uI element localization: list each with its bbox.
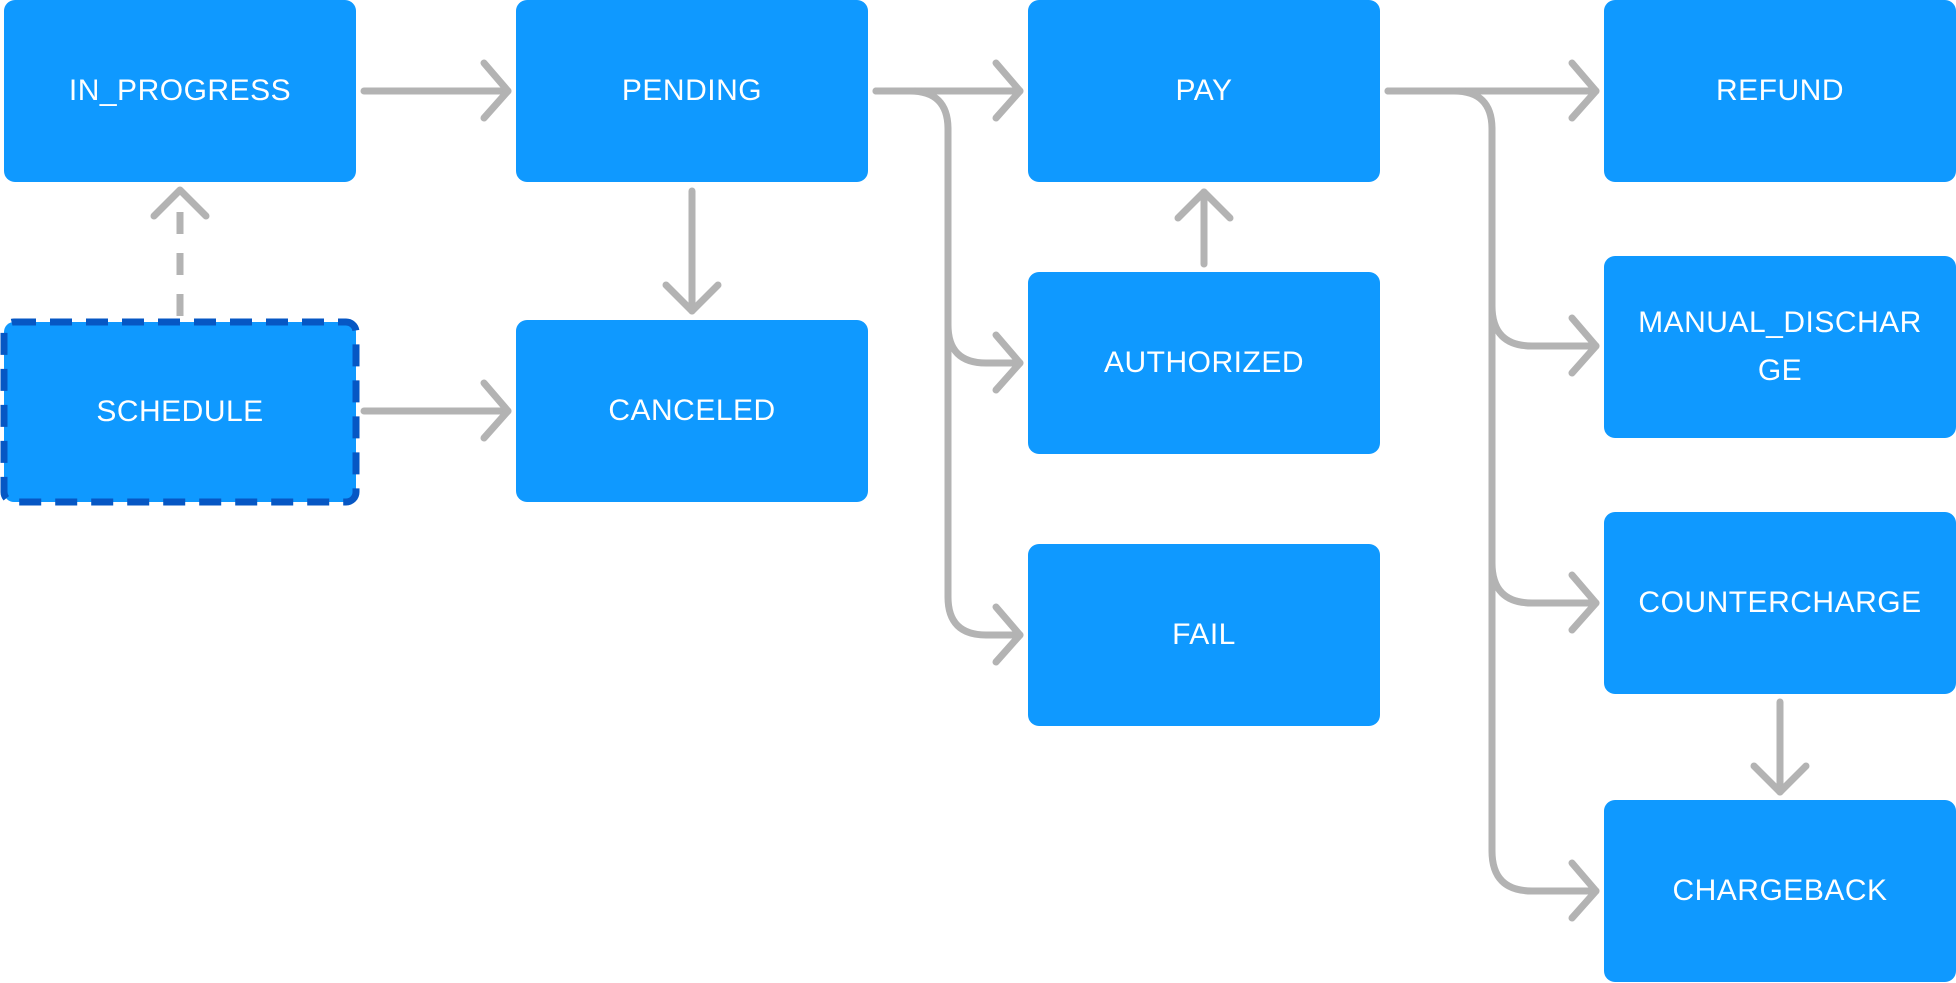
edge-schedule-to-canceled: [360, 379, 512, 442]
edge-pay-to-manual-discharge: [1384, 87, 1600, 377]
node-label: REFUND: [1716, 74, 1844, 107]
node-label: SCHEDULE: [96, 395, 264, 428]
node-schedule[interactable]: SCHEDULE: [0, 318, 360, 506]
node-label: PAY: [1175, 74, 1233, 107]
node-label: PENDING: [621, 74, 763, 107]
node-fail[interactable]: FAIL: [1028, 544, 1380, 726]
node-label: AUTHORIZED: [1104, 346, 1304, 379]
edge-schedule-to-in-progress: [150, 186, 210, 316]
node-in-progress[interactable]: IN_PROGRESS: [4, 0, 356, 182]
edge-pay-to-chargeback: [1488, 556, 1600, 922]
node-label: FAIL: [1172, 618, 1236, 651]
node-pay[interactable]: PAY: [1028, 0, 1380, 182]
node-label: CANCELED: [608, 394, 776, 427]
edge-authorized-to-pay: [1174, 188, 1234, 268]
node-label: MANUAL_DISCHARGE: [1638, 306, 1922, 387]
node-refund[interactable]: REFUND: [1604, 0, 1956, 182]
node-canceled[interactable]: CANCELED: [516, 320, 868, 502]
node-manual-discharge[interactable]: MANUAL_DISCHARGE: [1604, 256, 1956, 438]
edge-pending-to-canceled: [662, 187, 722, 315]
node-chargeback[interactable]: CHARGEBACK: [1604, 800, 1956, 982]
node-authorized[interactable]: AUTHORIZED: [1028, 272, 1380, 454]
node-label: COUNTERCHARGE: [1638, 586, 1922, 619]
edge-pending-to-authorized: [872, 87, 1024, 394]
node-countercharge[interactable]: COUNTERCHARGE: [1604, 512, 1956, 694]
edge-in-progress-to-pending: [360, 59, 512, 122]
node-label: IN_PROGRESS: [68, 74, 292, 107]
edge-countercharge-to-chargeback: [1750, 698, 1810, 796]
dashed-border: [0, 318, 360, 506]
edge-pending-to-fail: [944, 296, 1024, 666]
node-pending[interactable]: PENDING: [516, 0, 868, 182]
node-label: CHARGEBACK: [1672, 874, 1888, 907]
